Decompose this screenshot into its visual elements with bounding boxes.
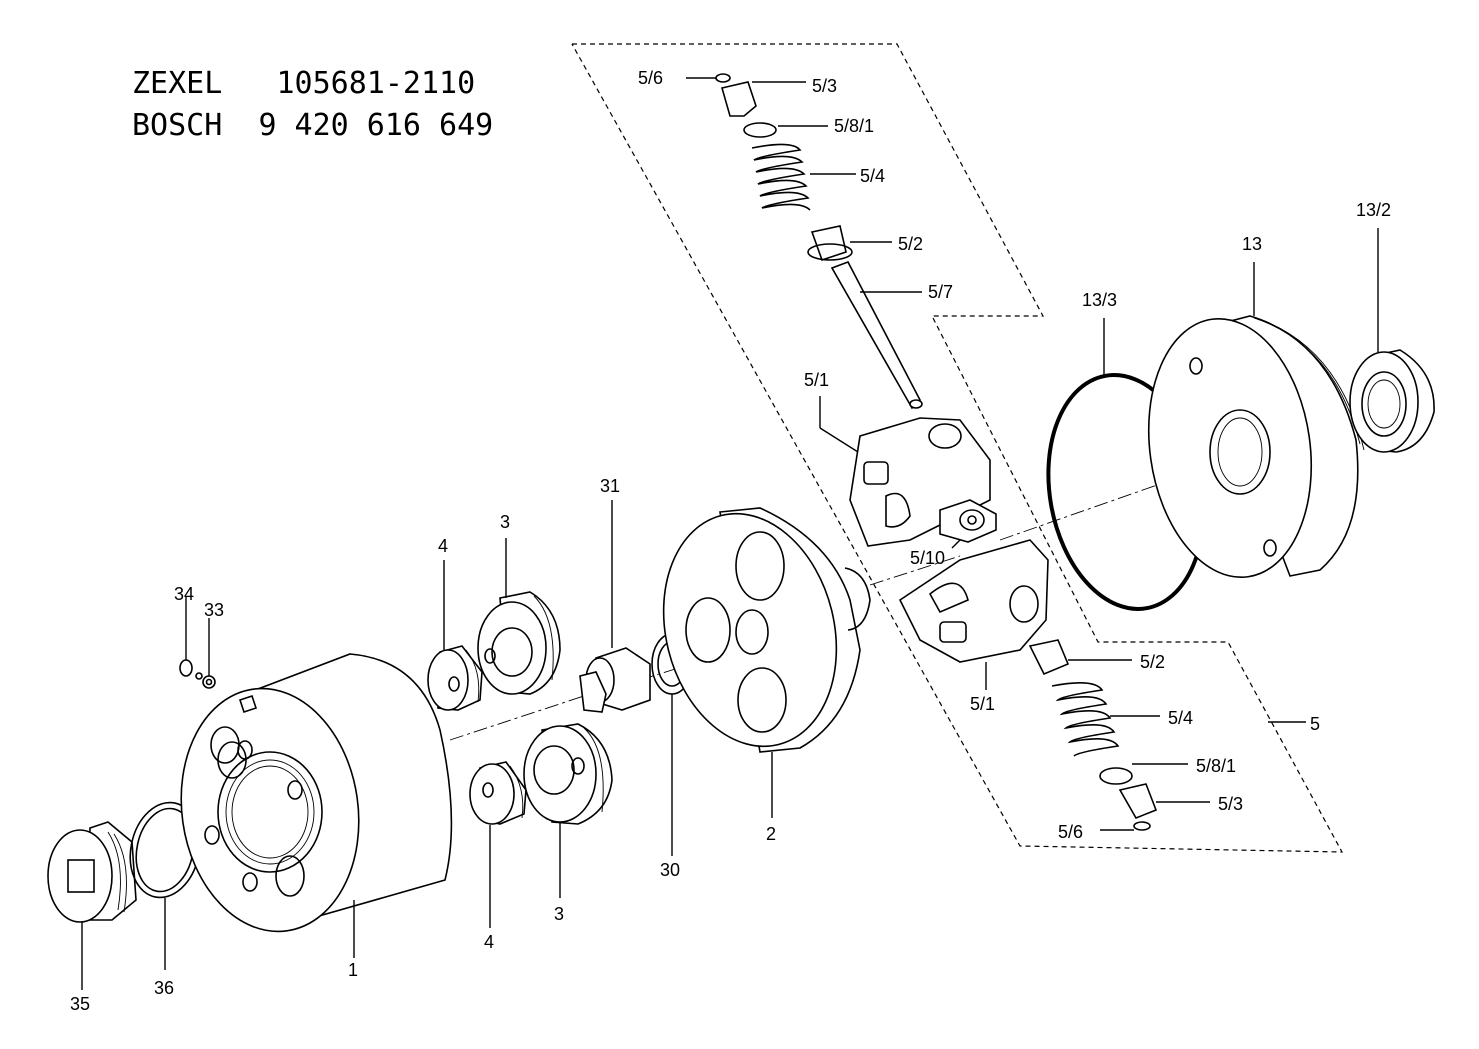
label-3-bottom: 3 (554, 904, 564, 924)
part-2-plate (662, 507, 871, 818)
label-1: 1 (348, 960, 358, 980)
label-5-6-top: 5/6 (638, 68, 663, 88)
part-31-pin (579, 500, 651, 713)
part-5-10-bushing (939, 499, 997, 549)
label-36: 36 (154, 978, 174, 998)
part-4-upper (427, 560, 483, 711)
label-5-10: 5/10 (910, 548, 945, 568)
top-valve-stack (686, 73, 892, 262)
zexel-brand: ZEXEL (132, 66, 223, 101)
label-30: 30 (660, 860, 680, 880)
label-2: 2 (766, 824, 776, 844)
part-5-7-plunger (830, 261, 923, 410)
label-5-4-bottom: 5/4 (1168, 708, 1193, 728)
part-5-8-1-top-washer (743, 122, 777, 138)
label-4-bottom: 4 (484, 932, 494, 952)
part-33-washer (195, 618, 216, 689)
header-line-zexel: ZEXEL 105681-2110 (132, 66, 475, 101)
part-3-lower (523, 723, 613, 898)
label-5-1-bottom: 5/1 (970, 694, 995, 714)
label-5-7: 5/7 (928, 282, 953, 302)
part-5-6-top-clip (715, 73, 731, 83)
part-13-cover (1147, 262, 1365, 579)
label-13-3: 13/3 (1082, 290, 1117, 310)
label-5: 5 (1310, 714, 1320, 734)
part-34-screw (179, 596, 193, 677)
part-5-4-bottom-spring (1051, 682, 1120, 757)
label-5-2-bottom: 5/2 (1140, 652, 1165, 672)
label-5-8-1-bottom: 5/8/1 (1196, 756, 1236, 776)
label-33: 33 (204, 600, 224, 620)
label-5-1-top: 5/1 (804, 370, 829, 390)
header-line-bosch: BOSCH 9 420 616 649 (132, 108, 493, 143)
label-34: 34 (174, 584, 194, 604)
label-3-top: 3 (500, 512, 510, 532)
label-5-3-bottom: 5/3 (1218, 794, 1243, 814)
label-13-2: 13/2 (1356, 200, 1391, 220)
label-5-4-top: 5/4 (860, 166, 885, 186)
part-5-2-top-seat (810, 225, 847, 262)
part-1-housing (180, 653, 453, 933)
part-13-2-bearing (1349, 228, 1435, 453)
label-4-top: 4 (438, 536, 448, 556)
label-5-6-bottom: 5/6 (1058, 822, 1083, 842)
bosch-part-number: 9 420 616 649 (258, 108, 494, 143)
part-35-plug (47, 821, 137, 923)
zexel-part-number: 105681-2110 (276, 66, 476, 101)
part-3-upper (477, 538, 561, 695)
label-31: 31 (600, 476, 620, 496)
part-5-6-bottom-clip (1133, 821, 1151, 831)
bottom-valve-stack (1028, 639, 1306, 831)
label-13: 13 (1242, 234, 1262, 254)
part-5-4-top-spring (751, 143, 811, 211)
part-5-3-top-cap (720, 81, 757, 117)
part-4-lower (469, 761, 527, 928)
label-5-3-top: 5/3 (812, 76, 837, 96)
assembly-5-boundary (571, 43, 1344, 853)
label-5-2-top: 5/2 (898, 234, 923, 254)
label-5-8-1-top: 5/8/1 (834, 116, 874, 136)
part-5-1-lower-block (898, 539, 1049, 690)
bosch-brand: BOSCH (132, 108, 223, 143)
part-5-8-1-bottom-washer (1099, 767, 1133, 785)
label-35: 35 (70, 994, 90, 1014)
part-5-3-bottom-cap (1118, 783, 1158, 820)
part-5-2-bottom-seat (1028, 639, 1070, 676)
